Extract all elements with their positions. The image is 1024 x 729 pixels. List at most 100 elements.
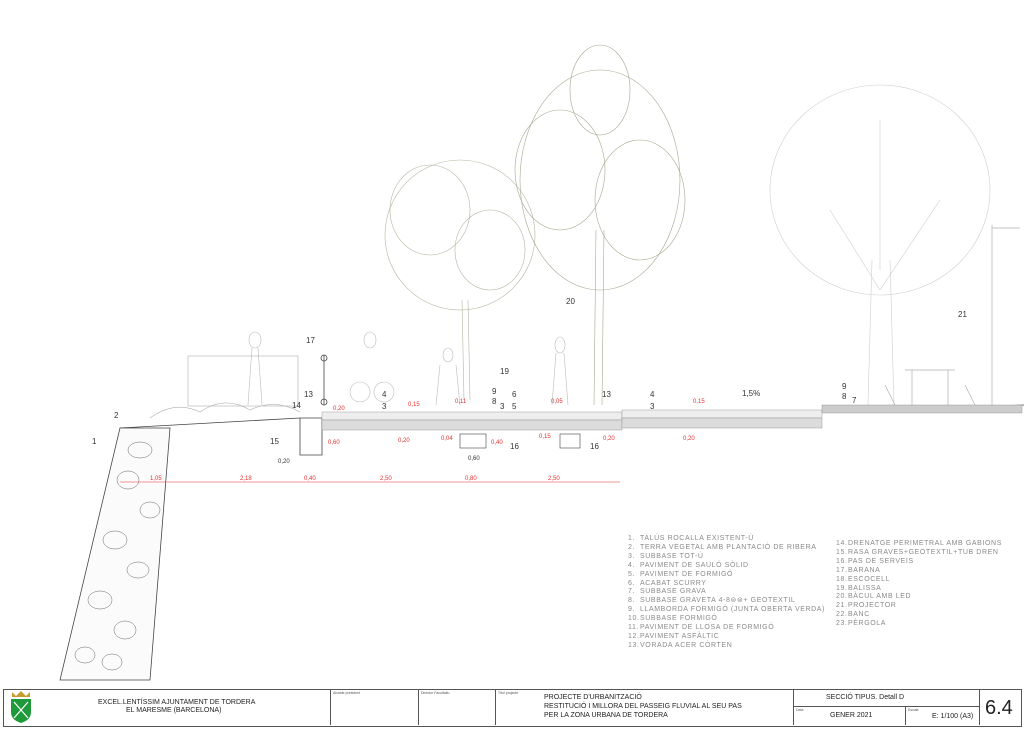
legend-text: TALÚS ROCALLA EXISTENT-Ú [640,535,754,542]
callout: 9 [842,382,847,391]
municipal-shield-icon [11,691,31,723]
titleblock-divider [495,689,496,725]
sheet-title: SECCIÓ TIPUS. Detall D [826,694,905,701]
legend-item: 14.DRENATGE PERIMETRAL AMB GABIONS [836,540,1002,549]
people [247,331,569,406]
legend-text: SUBBASE FORMIGÓ [640,615,718,623]
legend-number: 19. [836,584,848,592]
legend-number: 16. [836,557,848,565]
callout: 3 [500,402,505,411]
titleblock-divider [979,689,980,725]
slope-label: 1,5% [742,389,760,398]
legend-text: ESCOCELL [848,575,891,583]
legend-number: 5. [628,570,636,578]
callout: 8 [492,397,497,406]
legend-text: BÀCUL AMB LED [848,593,912,601]
legend-text: PROJECTOR [848,602,897,610]
legend-number: 13. [628,641,640,649]
legend-number: 18. [836,575,848,583]
railing [320,354,328,406]
callout: 16 [510,442,519,451]
legend-item: 2. TERRA VEGETAL AMB PLANTACIÓ DE RIBERA [628,544,825,553]
tree-left [384,159,536,401]
legend-text: PAVIMENT ASFÀLTIC [640,632,720,640]
dim-bottom-red: 0,20 [398,438,410,444]
legend-text: LLAMBORDA FORMIGÓ (JUNTA OBERTA VERDA) [640,606,825,614]
legend-item: 4. PAVIMENT DE SAULÓ SÒLID [628,562,825,571]
date: GENER 2021 [830,712,873,719]
dim-bottom-red: 0,15 [539,434,551,440]
rock-fill [74,441,161,671]
legend-number: 9. [628,606,636,614]
legend-text: SUBBASE GRAVETA 4-8⊜⊜+ GEOTEXTIL [640,597,796,605]
titleblock-divider [793,689,794,725]
titleblock [3,689,1022,727]
titleblock-divider [418,689,419,725]
callout: 4 [650,390,655,399]
tree-center [514,44,686,406]
dim-bottom-red: 0,20 [683,436,695,442]
dim-bottom-red: 0,04 [441,436,453,442]
legend-text: TERRA VEGETAL AMB PLANTACIÓ DE RIBERA [640,543,817,551]
legend-text: SUBBASE TOT-Ú [640,552,704,560]
legend-number: 4. [628,561,636,569]
legend-number: 2. [628,543,636,551]
legend-item: 18.ESCOCELL [836,576,1002,585]
project-type: PROJECTE D'URBANITZACIÓ [544,694,642,701]
legend-item: 23.PÈRGOLA [836,620,1002,629]
callout: 15 [270,437,279,446]
pergola [884,225,1020,406]
callout: 3 [650,402,655,411]
legend-number: 22. [836,611,848,619]
legend-item: 5.PAVIMENT DE FORMIGÓ [628,571,825,580]
dim-bottom-red: 0,60 [328,440,340,446]
legend-number: 15. [836,548,848,556]
callout: 3 [382,402,387,411]
dim-small: 0,20 [278,459,290,465]
field-label: Director Facultatiu [421,691,450,695]
tree-right [769,84,991,406]
dim-top: 0,15 [408,402,420,408]
legend-number: 8. [628,597,636,605]
dim-bottom-red: 0,40 [491,440,503,446]
cross-section-drawing: 1 2 15 14 13 17 4 3 19 9 8 6 5 3 13 4 3 … [59,44,1024,681]
legend-text: SUBBASE GRAVA [640,588,707,596]
legend-number: 3. [628,552,636,560]
dim-top: 0,11 [455,399,467,405]
legend-text: PAVIMENT DE LLOSA DE FORMIGÓ [640,624,775,632]
dim-span: 0,80 [465,476,477,482]
dim-span: 2,50 [380,476,392,482]
dim-span: 0,40 [304,476,316,482]
legend-number: 20. [836,593,848,601]
legend-text: BARANA [848,566,881,574]
field-label: Alcalde-president [333,691,361,695]
legend-item: 7.SUBBASE GRAVA [628,588,825,597]
legend-item: 1.TALÚS ROCALLA EXISTENT-Ú [628,535,825,544]
legend-number: 21. [836,602,848,610]
legend-item: 13.VORADA ACER CÒRTEN [628,642,825,651]
titleblock-divider [793,706,979,707]
callout: 16 [590,442,599,451]
callout: 13 [304,390,313,399]
legend-text: VORADA ACER CÒRTEN [640,641,733,649]
dim-top: 0,05 [551,399,563,405]
sheet-number: 6.4 [985,697,1013,719]
callout: 20 [566,297,575,306]
legend-item: 20.BÀCUL AMB LED [836,593,1002,602]
legend-text: PAS DE SERVEIS [848,557,914,565]
dim-span: 1,05 [150,476,162,482]
legend-item: 17.BARANA [836,567,1002,576]
legend-item: 19.BALISSA [836,585,1002,594]
callout: 14 [292,401,301,410]
legend-text: PAVIMENT DE SAULÓ SÒLID [640,561,749,569]
callout: 6 [512,390,517,399]
legend-number: 23. [836,620,848,628]
callout: 19 [500,367,509,376]
date-label: Data [796,708,804,712]
field-label: Títol projecte [498,691,519,695]
legend-item: 15.RASA GRAVES+GEOTEXTIL+TUB DREN [836,549,1002,558]
legend-item: 12.PAVIMENT ASFÀLTIC [628,633,825,642]
dim-span: 2,50 [548,476,560,482]
